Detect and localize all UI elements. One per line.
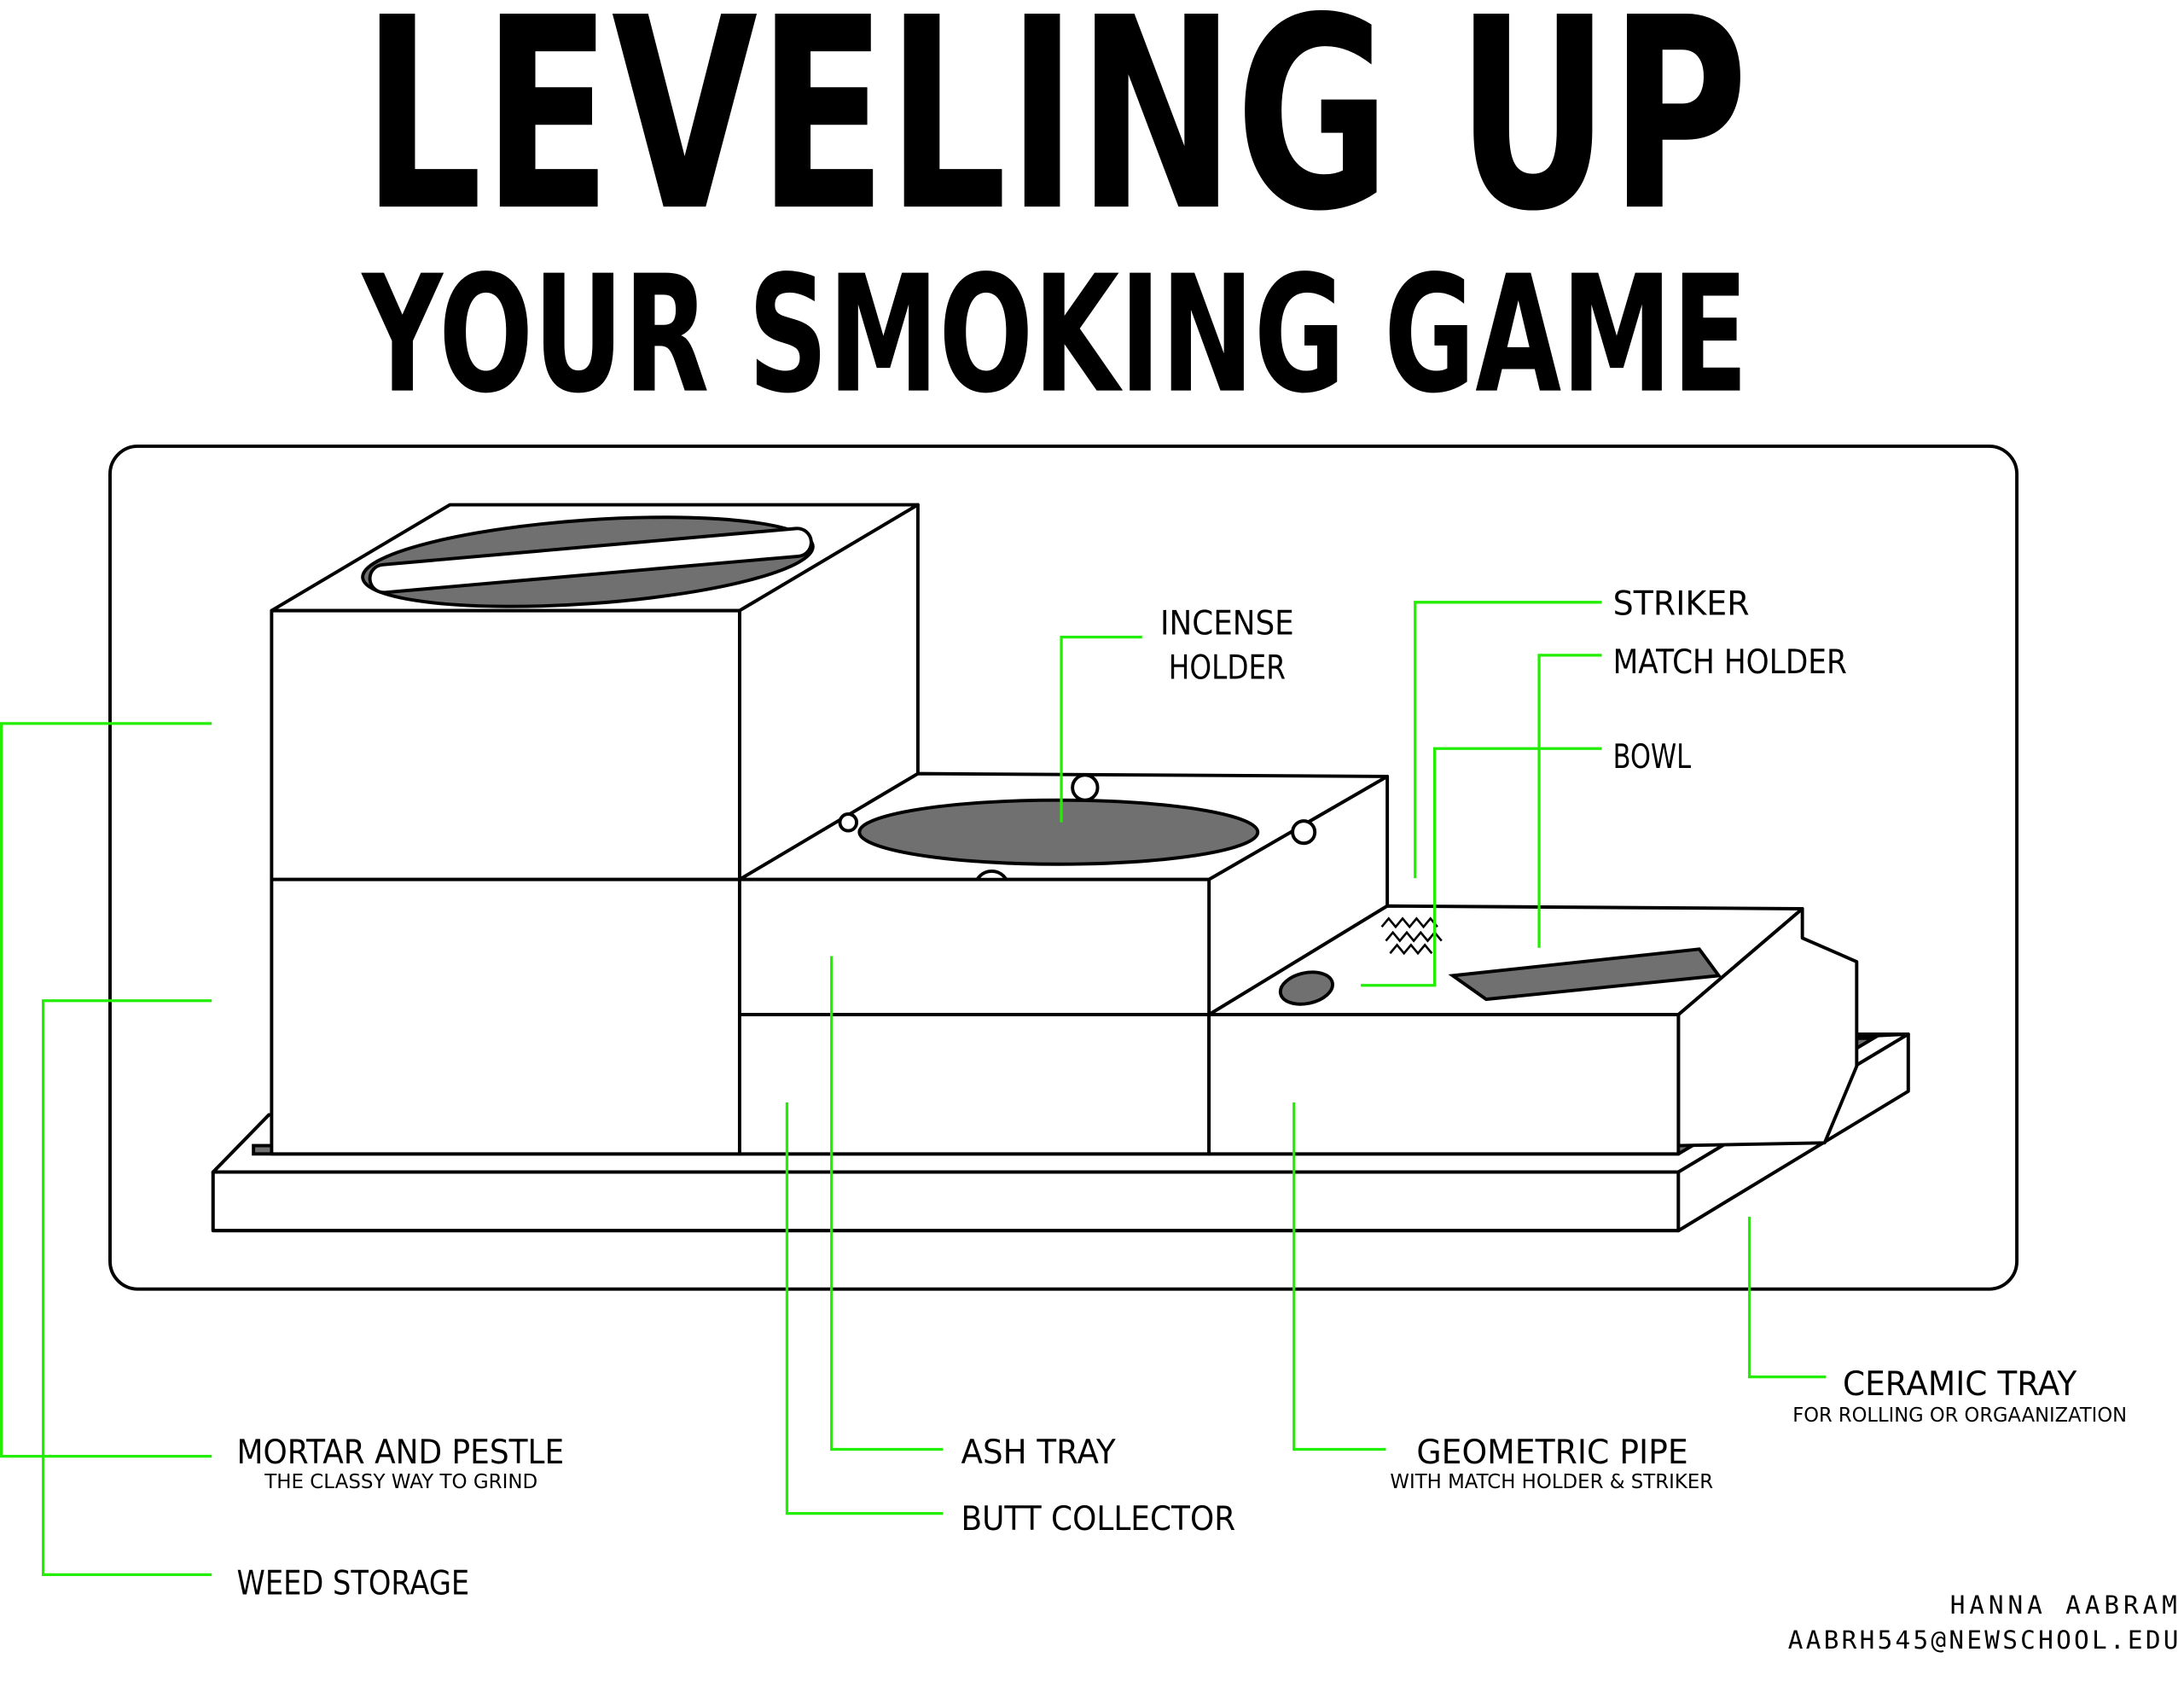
label-striker: STRIKER xyxy=(1613,585,1750,624)
label-incense-holder-1: INCENSE xyxy=(1160,604,1294,643)
label-incense-holder-2: HOLDER xyxy=(1169,649,1286,688)
label-butt-collector: BUTT COLLECTOR xyxy=(961,1500,1236,1538)
butt-collector-shape xyxy=(737,1013,1211,1156)
sublabel-ceramic-tray: FOR ROLLING OR ORGAANIZATION xyxy=(1792,1405,2127,1427)
label-match-holder: MATCH HOLDER xyxy=(1613,643,1847,682)
title-line-1: LEVELING UP xyxy=(362,0,1747,270)
sublabel-geometric-pipe: WITH MATCH HOLDER & STRIKER xyxy=(1390,1471,1713,1493)
geometric-pipe-shape xyxy=(1207,904,1859,1156)
mortar-and-pestle-shape xyxy=(270,503,920,881)
label-weed-storage: WEED STORAGE xyxy=(237,1564,470,1602)
ash-tray-shape xyxy=(737,771,1390,1017)
label-ceramic-tray: CERAMIC TRAY xyxy=(1843,1365,2077,1404)
label-geometric-pipe: GEOMETRIC PIPE xyxy=(1416,1434,1687,1472)
leader-lines xyxy=(0,601,1827,1577)
label-bowl: BOWL xyxy=(1613,738,1692,777)
striker-zigzag xyxy=(1380,916,1443,956)
label-ash-tray: ASH TRAY xyxy=(961,1434,1116,1472)
label-mortar-and-pestle: MORTAR AND PESTLE xyxy=(237,1434,565,1472)
sublabel-mortar-and-pestle: THE CLASSY WAY TO GRIND xyxy=(264,1471,537,1493)
title-line-2: YOUR SMOKING GAME xyxy=(361,241,1748,429)
credit-email: AABRH545@NEWSCHOOL.EDU xyxy=(1788,1626,2181,1655)
weed-storage-shape xyxy=(270,877,741,1156)
credit-name: HANNA AABRAM xyxy=(1950,1591,2181,1620)
